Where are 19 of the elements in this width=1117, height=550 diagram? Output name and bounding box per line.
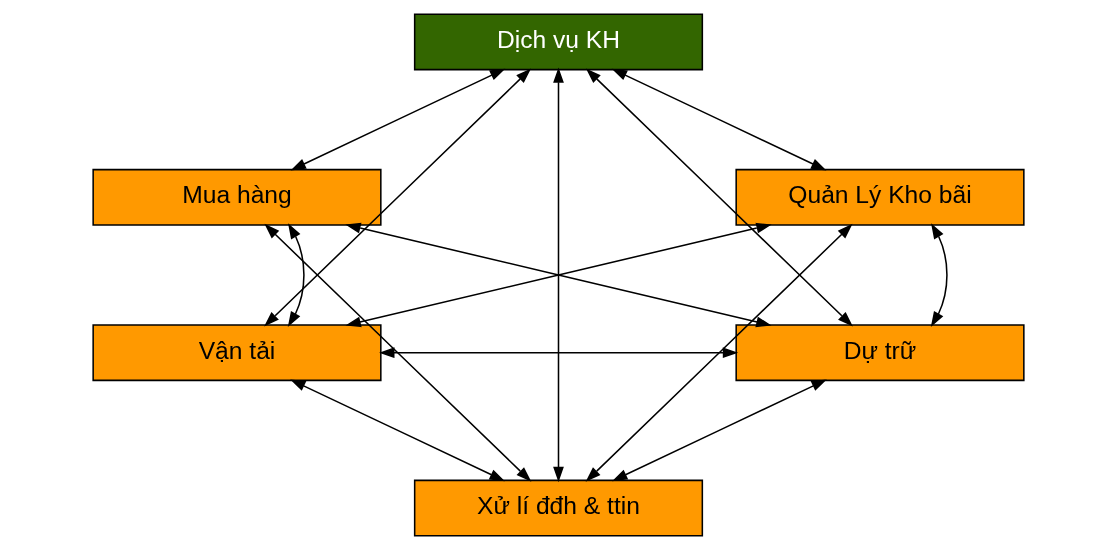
node-box: Mua hàng — [92, 168, 382, 226]
arrow — [345, 222, 772, 328]
arrow — [585, 223, 853, 482]
arrow — [585, 68, 853, 327]
arrow — [553, 67, 564, 483]
node-box: Dịch vụ KH — [413, 13, 704, 71]
arrow — [611, 68, 827, 171]
arrow — [287, 223, 305, 327]
arrow — [290, 379, 505, 482]
node-box: Vận tải — [92, 324, 382, 382]
node-box: Quản Lý Kho bãi — [735, 168, 1025, 226]
arrow — [290, 68, 506, 171]
node-box: Dự trữ — [735, 324, 1025, 382]
arrow — [612, 379, 827, 482]
arrow — [930, 223, 948, 327]
arrow — [379, 347, 739, 359]
arrow — [264, 223, 532, 482]
node-box: Xử lí đđh & ttin — [413, 479, 704, 537]
arrow — [264, 68, 532, 327]
